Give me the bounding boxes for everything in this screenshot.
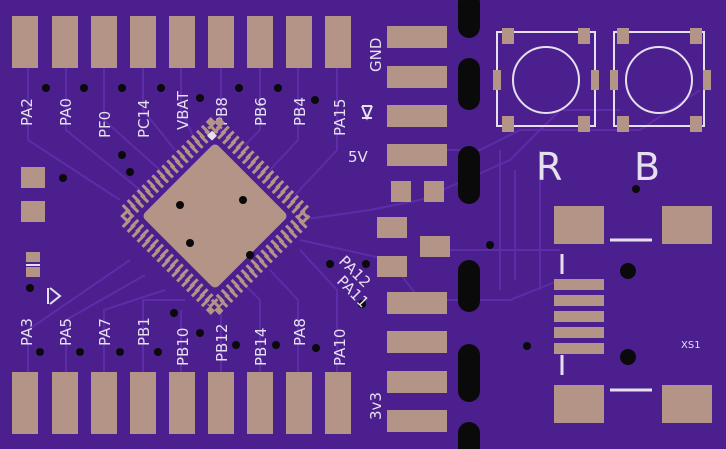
top-pin-label: PB6 <box>252 97 270 126</box>
via <box>196 329 204 337</box>
via <box>76 348 84 356</box>
led-pad <box>26 267 40 277</box>
bottom-pin-label: PB12 <box>213 324 231 362</box>
top-pad-8 <box>286 16 312 68</box>
bottom-pad-5 <box>169 372 195 434</box>
bottom-pin-label: PA3 <box>18 318 36 346</box>
right-pad-pa12 <box>387 292 447 314</box>
bottom-pin-label: PA5 <box>57 318 75 346</box>
via <box>486 241 494 249</box>
bottom-pad-3 <box>91 372 117 434</box>
bottom-pin-labels: PA3 PA5 PA7 PB1 PB10 PB12 PB14 PA8 PA10 <box>18 317 349 366</box>
via <box>118 151 126 159</box>
top-pad-4 <box>130 16 156 68</box>
right-pad <box>387 371 447 393</box>
right-pad <box>387 105 447 127</box>
label-gnd: GND <box>367 38 385 72</box>
right-pad-5v <box>387 144 447 166</box>
reset-switch <box>493 28 599 132</box>
top-pin-label: VBAT <box>174 90 192 130</box>
via <box>232 341 240 349</box>
mcu-vias <box>176 196 254 259</box>
label-5v: 5V <box>348 148 369 166</box>
led-silkscreen <box>26 264 62 305</box>
bottom-pin-label: PA10 <box>331 329 349 366</box>
reset-label: R <box>536 145 562 189</box>
top-pin-label: PB4 <box>291 97 309 126</box>
via <box>154 348 162 356</box>
top-pad-1 <box>12 16 38 68</box>
usb-connector <box>554 206 712 423</box>
right-pad-gnd <box>387 26 447 48</box>
via <box>196 94 204 102</box>
top-pin-label: PF0 <box>96 111 114 138</box>
switch-labels: R B <box>536 145 660 189</box>
regulator <box>377 181 450 277</box>
connector-label: XS1 <box>681 340 701 351</box>
via <box>157 84 165 92</box>
via <box>59 174 67 182</box>
bottom-pad-4 <box>130 372 156 434</box>
top-pin-labels: PA2 PA0 PF0 PC14 VBAT PB8 PB6 PB4 PA15 <box>18 90 349 138</box>
top-pad-9 <box>325 16 351 68</box>
top-pin-label: PA2 <box>18 98 36 126</box>
top-pad-2 <box>52 16 78 68</box>
via <box>362 260 370 268</box>
top-pad-5 <box>169 16 195 68</box>
bottom-pin-label: PA7 <box>96 318 114 346</box>
via <box>235 84 243 92</box>
via <box>311 96 319 104</box>
bottom-header <box>12 372 351 434</box>
via <box>274 84 282 92</box>
capacitor-pad <box>21 167 45 188</box>
via <box>326 260 334 268</box>
bottom-pin-label: PA8 <box>291 318 309 346</box>
via <box>118 84 126 92</box>
boot-switch <box>610 28 711 132</box>
top-pad-6 <box>208 16 234 68</box>
top-pad-7 <box>247 16 273 68</box>
bottom-pad-9 <box>325 372 351 434</box>
via <box>26 284 34 292</box>
via <box>272 341 280 349</box>
bottom-pad-1 <box>12 372 38 434</box>
bottom-pad-6 <box>208 372 234 434</box>
copper-traces <box>27 60 701 390</box>
via <box>358 300 366 308</box>
capacitor-pad <box>21 201 45 222</box>
via <box>170 309 178 317</box>
mounting-slots <box>458 0 480 449</box>
bottom-pad-8 <box>286 372 312 434</box>
top-pin-label: PC14 <box>135 99 153 138</box>
bottom-pad-7 <box>247 372 273 434</box>
diode-marker <box>361 105 373 121</box>
bottom-pin-label: PB10 <box>174 328 192 366</box>
bottom-pin-label: PB14 <box>252 328 270 366</box>
via <box>632 185 640 193</box>
top-pin-label: PA15 <box>331 99 349 136</box>
top-pin-label: PA0 <box>57 98 75 126</box>
left-components <box>21 167 45 277</box>
bottom-pad-2 <box>52 372 78 434</box>
top-header <box>12 16 351 68</box>
right-pad-3v3 <box>387 410 447 432</box>
led-pad <box>26 252 40 262</box>
via <box>126 168 134 176</box>
via <box>116 348 124 356</box>
via <box>42 84 50 92</box>
label-3v3: 3v3 <box>367 392 385 420</box>
right-header <box>387 26 447 432</box>
via <box>36 348 44 356</box>
right-pad-pa11 <box>387 331 447 353</box>
via <box>312 344 320 352</box>
via <box>523 342 531 350</box>
bottom-pin-label: PB1 <box>135 317 153 346</box>
right-pad <box>387 66 447 88</box>
pin1-marker <box>207 130 217 141</box>
boot-label: B <box>634 145 660 189</box>
via <box>80 84 88 92</box>
top-pad-3 <box>91 16 117 68</box>
